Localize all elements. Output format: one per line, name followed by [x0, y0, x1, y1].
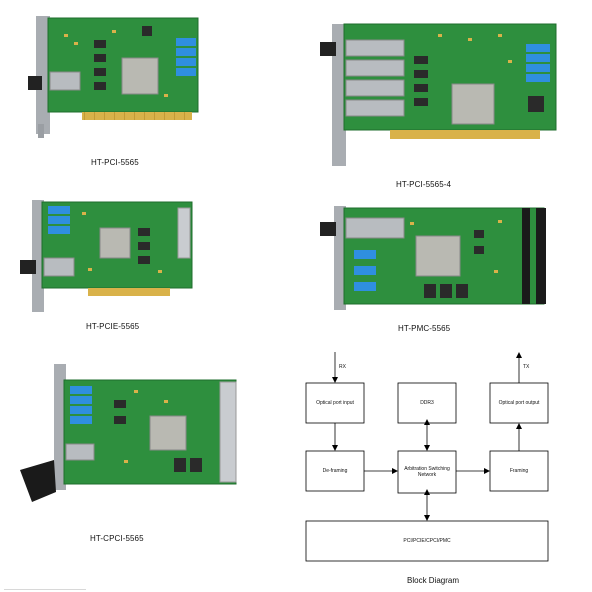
- product-image-pci: [24, 14, 200, 140]
- label-framing: Framing: [509, 468, 529, 474]
- tx-label: TX: [523, 364, 530, 370]
- product-caption-cpci: HT-CPCI-5565: [90, 534, 144, 543]
- product-image-pmc: [314, 200, 554, 314]
- label-arbitration: Arbitration Switching Network: [404, 466, 450, 478]
- product-caption-pmc: HT-PMC-5565: [398, 324, 451, 333]
- product-caption-pci: HT-PCI-5565: [91, 158, 139, 167]
- product-image-pcie: [18, 198, 194, 316]
- label-optical-output: Optical port output: [498, 400, 540, 406]
- label-ddr: DDR3: [420, 400, 434, 406]
- product-caption-pci4: HT-PCI-5565-4: [396, 180, 452, 189]
- block-diagram-title: Block Diagram: [407, 576, 460, 585]
- footer-divider: [4, 589, 86, 590]
- label-optical-input: Optical port input: [316, 400, 354, 406]
- product-image-cpci: [14, 360, 242, 510]
- rx-label: RX: [339, 364, 346, 370]
- product-image-pci4: [318, 20, 558, 170]
- label-bus: PCI/PCIE/CPCI/PMC: [403, 538, 451, 544]
- label-deframing: De-framing: [322, 468, 348, 474]
- product-caption-pcie: HT-PCIE-5565: [86, 322, 140, 331]
